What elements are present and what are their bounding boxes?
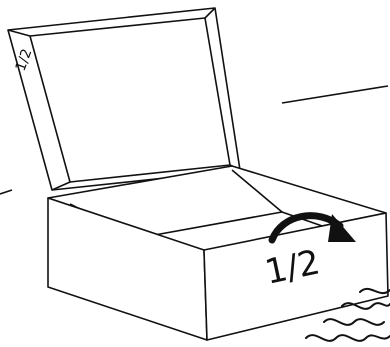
guide-line-right bbox=[282, 86, 388, 103]
box-lid bbox=[8, 8, 240, 190]
guide-line-left bbox=[0, 190, 12, 194]
box-base bbox=[48, 166, 388, 340]
